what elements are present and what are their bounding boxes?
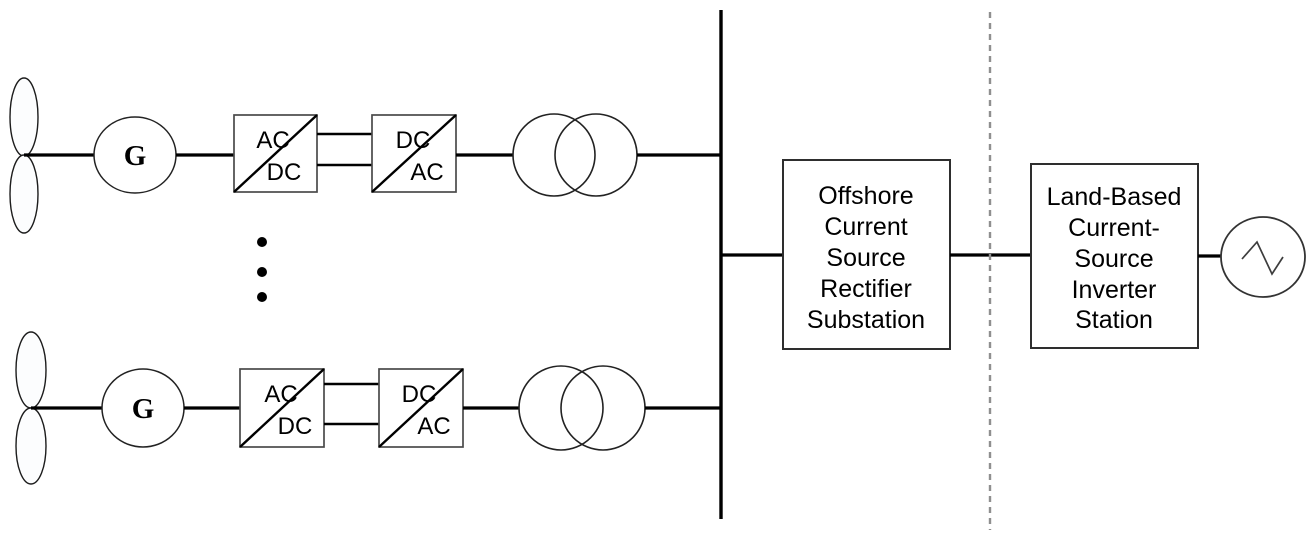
ac-grid-circle (1220, 216, 1306, 298)
turbine-string-bottom: G AC DC DC AC (15, 331, 722, 485)
turbine-blade-lower-icon (15, 407, 47, 485)
generator-label: G (124, 140, 147, 172)
more-turbines-ellipsis-dot (257, 267, 267, 277)
transformer-secondary-circle (554, 113, 638, 197)
turbine-blade-upper-icon (9, 77, 39, 157)
dcac-inverter-dc-label: DC (396, 127, 431, 154)
offshore-substation: Offshore Current Source Rectifier Substa… (782, 159, 951, 350)
more-turbines-ellipsis (257, 237, 267, 302)
acdc-rectifier-dc-label: DC (278, 413, 313, 440)
offshore-substation-box (782, 159, 951, 350)
transformer-primary-circle (518, 365, 604, 451)
offshore-substation-label-line-1: Offshore (818, 182, 913, 210)
dcac-inverter-ac-label: AC (417, 413, 450, 440)
turbine-blade-upper-icon (15, 331, 47, 409)
land-station-label-line-3: Source (1074, 245, 1153, 273)
dcac-inverter-dc-label: DC (402, 381, 437, 408)
offshore-substation-label-line-4: Rectifier (820, 275, 912, 303)
land-inverter-station-box (1030, 163, 1199, 349)
acdc-rectifier-ac-label: AC (264, 381, 297, 408)
offshore-substation-label-line-5: Substation (807, 306, 925, 334)
transformer-primary-circle (512, 113, 596, 197)
turbine-string-top: G AC DC DC AC (9, 77, 722, 234)
dcac-inverter-diagonal (371, 114, 457, 193)
land-station-label-line-5: Station (1075, 306, 1153, 334)
offshore-substation-label-line-3: Source (826, 244, 905, 272)
dcac-inverter-ac-label: AC (410, 159, 443, 186)
land-station-label-line-4: Inverter (1072, 276, 1157, 304)
generator-label: G (132, 393, 155, 425)
ac-grid-wave-icon (1241, 240, 1284, 276)
offshore-substation-label-line-2: Current (824, 213, 907, 241)
land-station-label-line-1: Land-Based (1047, 183, 1182, 211)
land-station-label-line-2: Current- (1068, 214, 1160, 242)
acdc-rectifier-ac-label: AC (256, 127, 289, 154)
acdc-rectifier-diagonal (233, 114, 318, 193)
acdc-rectifier-diagonal (239, 368, 325, 448)
land-inverter-station: Land-Based Current- Source Inverter Stat… (1030, 163, 1199, 349)
acdc-rectifier-dc-label: DC (267, 159, 302, 186)
turbine-blade-lower-icon (9, 154, 39, 234)
ac-grid-source (1220, 216, 1306, 298)
dcac-inverter-diagonal (378, 368, 464, 448)
more-turbines-ellipsis-dot (257, 237, 267, 247)
more-turbines-ellipsis-dot (257, 292, 267, 302)
